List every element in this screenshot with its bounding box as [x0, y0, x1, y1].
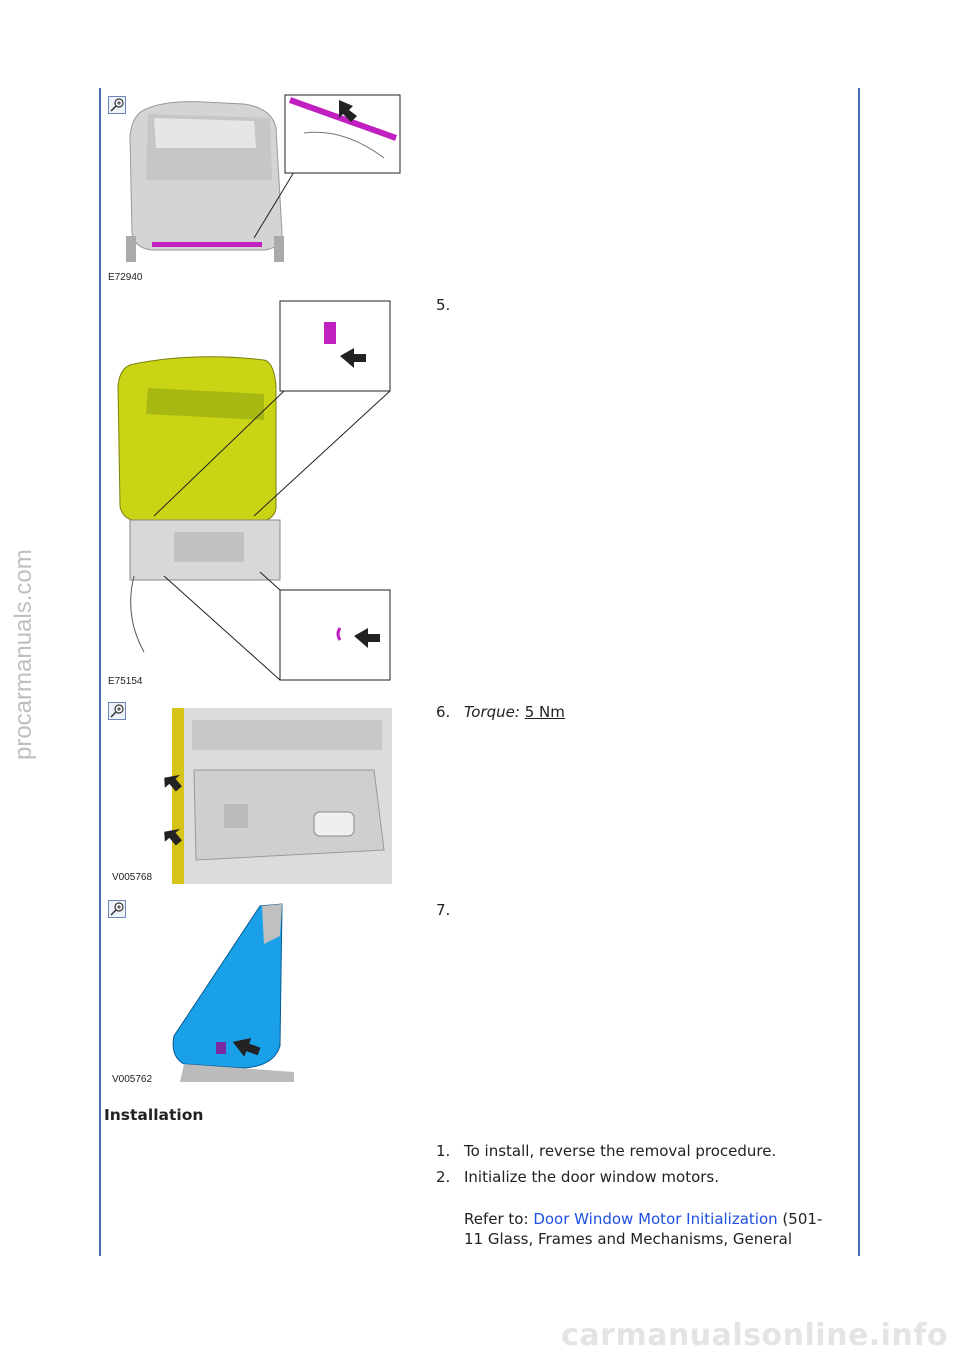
seat-back-illustration — [126, 94, 401, 262]
figure-code: E72940 — [108, 272, 143, 283]
left-rule — [99, 88, 101, 1256]
installation-heading: Installation — [104, 1106, 204, 1124]
seat-frame-illustration — [164, 708, 392, 884]
seat-cushion-illustration — [117, 300, 391, 681]
step-number: 2. — [436, 1168, 451, 1186]
zoom-in-icon[interactable] — [108, 900, 126, 918]
zoom-in-icon[interactable] — [108, 702, 126, 720]
step-7: 7. — [436, 901, 464, 919]
step-6: 6. Torque: 5 Nm — [436, 703, 565, 721]
step-number: 6. — [436, 703, 451, 721]
door-window-motor-link[interactable]: Door Window Motor Initialization — [533, 1210, 778, 1228]
seat-side-panel-illustration — [172, 903, 294, 1082]
figure-v005762[interactable]: V005762 — [104, 896, 404, 1086]
install-step-1: 1. To install, reverse the removal proce… — [436, 1142, 776, 1160]
right-rule — [858, 88, 860, 1256]
step-number: 5. — [436, 296, 451, 314]
reference-paragraph: Refer to: Door Window Motor Initializati… — [464, 1209, 864, 1249]
step-number: 7. — [436, 901, 451, 919]
install-step-2: 2. Initialize the door window motors. — [436, 1168, 719, 1186]
figure-code: V005762 — [112, 1074, 153, 1085]
step-5: 5. — [436, 296, 464, 314]
figure-e72940[interactable]: E72940 — [104, 88, 404, 286]
reference-suffix-line2: 11 Glass, Frames and Mechanisms, General — [464, 1230, 792, 1248]
figure-code: E75154 — [108, 676, 143, 687]
zoom-in-icon[interactable] — [108, 96, 126, 114]
watermark-left: procarmanuals.com — [10, 549, 37, 760]
step-number: 1. — [436, 1142, 451, 1160]
torque-value[interactable]: 5 Nm — [524, 703, 565, 721]
step-text: Initialize the door window motors. — [464, 1168, 720, 1186]
figure-e75154[interactable]: E75154 — [104, 296, 404, 690]
watermark-bottom: carmanualsonline.info — [561, 1318, 948, 1353]
reference-suffix: (501- — [777, 1210, 823, 1228]
torque-label: Torque: — [464, 703, 520, 721]
reference-prefix: Refer to: — [464, 1210, 534, 1228]
step-text: To install, reverse the removal procedur… — [464, 1142, 777, 1160]
figure-v005768[interactable]: V005768 — [104, 700, 404, 886]
figure-code: V005768 — [112, 872, 153, 883]
